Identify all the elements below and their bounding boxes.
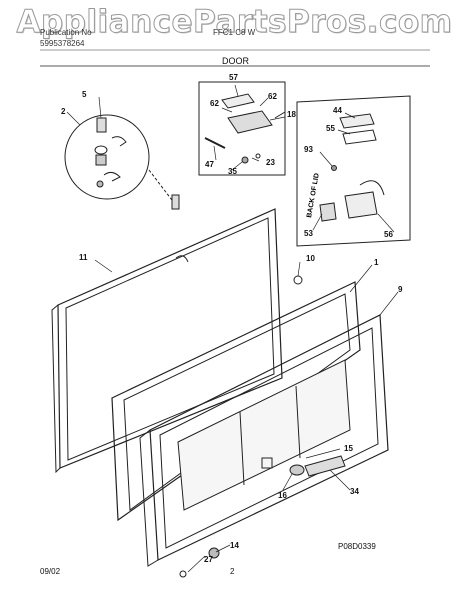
door-gasket [51,208,283,474]
watermark: AppliancePartsPros.com [16,4,453,41]
section-title: DOOR [222,56,249,66]
hinge-pin [171,194,180,210]
switch-15 [261,457,273,469]
publication-number: 5995378264 [40,39,85,48]
publication-label: Publication No [40,28,92,37]
callout-44: 44 [333,106,342,115]
callout-47: 47 [205,160,214,169]
outer-door-panel [139,314,389,567]
control-panel-34 [304,455,346,477]
page-number: 2 [230,567,235,576]
callout-93: 93 [304,145,313,154]
callout-35: 35 [228,167,237,176]
callout-62a: 62 [210,99,219,108]
screw-10 [293,275,303,285]
callout-1: 1 [374,258,379,267]
callout-57: 57 [229,73,238,82]
callout-34: 34 [350,487,359,496]
callout-10: 10 [306,254,315,263]
diagram-code: P08D0339 [338,542,376,551]
callout-14: 14 [230,541,239,550]
back-of-lid-label: BACK OF LID [306,173,321,219]
callout-15: 15 [344,444,353,453]
callout-23: 23 [266,158,275,167]
hinge-detail-circle [64,114,179,209]
callout-18: 18 [287,110,296,119]
footer-date: 09/02 [40,567,61,576]
callout-27: 27 [204,555,213,564]
callout-5: 5 [82,90,87,99]
door-liner [111,281,361,522]
callout-53: 53 [304,229,313,238]
back-of-lid-inset [296,95,411,247]
callout-56: 56 [384,230,393,239]
callout-55: 55 [326,124,335,133]
callout-2: 2 [61,107,66,116]
model-number: FFC1 C8 W [213,28,256,37]
callout-16: 16 [278,491,287,500]
callout-62b: 62 [268,92,277,101]
thermostat-knob-16 [289,464,305,476]
lid-light-inset [198,81,286,176]
callout-11: 11 [79,253,88,262]
hinge-bolt-14 [208,547,220,559]
screw-27 [179,570,187,578]
callout-9: 9 [398,285,403,294]
